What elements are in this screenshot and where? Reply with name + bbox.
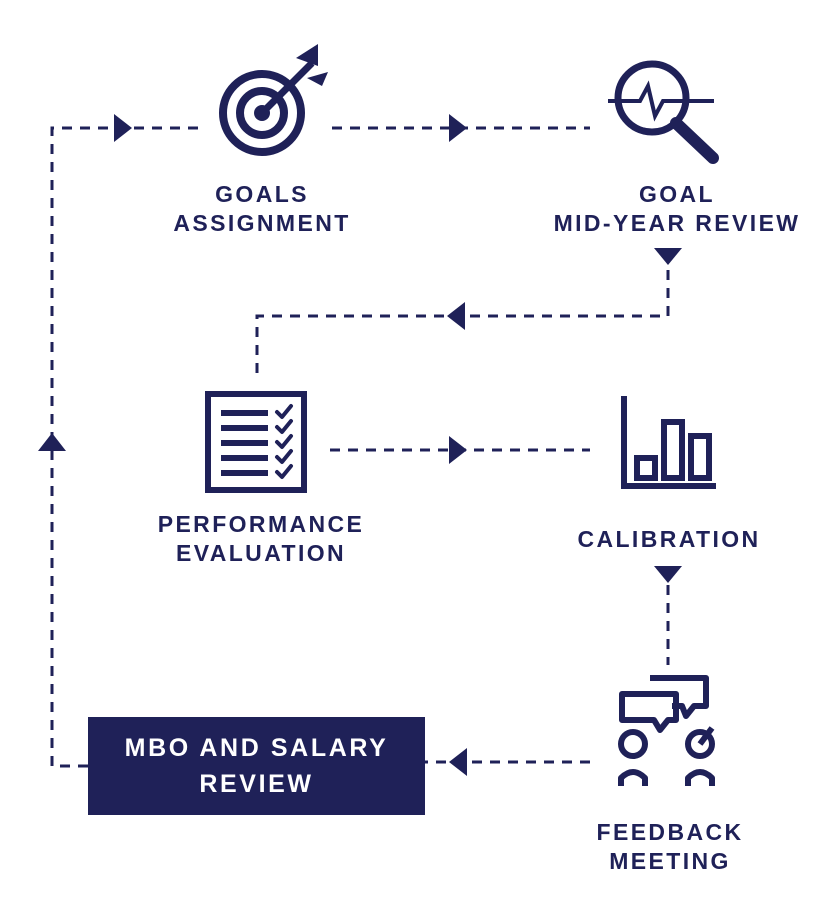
checklist-icon xyxy=(205,391,307,493)
arrowhead-left-to-mbo xyxy=(449,748,467,776)
connector-mbo-to-goals xyxy=(50,126,205,768)
mbo-line2: REVIEW xyxy=(199,770,314,798)
arrowhead-up-loop xyxy=(38,433,66,451)
arrowhead-down-midyear xyxy=(654,248,682,265)
node-performance-evaluation: PERFORMANCE EVALUATION xyxy=(138,510,384,568)
goal-mid-year-line1: GOAL xyxy=(638,181,716,207)
node-goal-mid-year-review: GOAL MID-YEAR REVIEW xyxy=(540,180,814,238)
magnifier-pulse-icon xyxy=(608,60,719,164)
arrowhead-right-to-goals xyxy=(114,114,132,142)
node-calibration: CALIBRATION xyxy=(560,525,778,554)
arrowhead-down-calibration xyxy=(654,566,682,583)
arrowhead-right-to-calibration xyxy=(449,436,467,464)
arrowhead-right-to-midyear xyxy=(449,114,467,142)
node-mbo-and-salary-review: MBO AND SALARY REVIEW xyxy=(88,717,425,815)
goal-mid-year-line2: MID-YEAR REVIEW xyxy=(553,210,801,236)
node-goals-assignment: GOALS ASSIGNMENT xyxy=(150,180,374,238)
calibration-line1: CALIBRATION xyxy=(577,526,761,552)
feedback-line2: MEETING xyxy=(609,848,731,874)
conversation-icon xyxy=(618,675,715,786)
goals-assignment-line1: GOALS xyxy=(215,181,309,207)
arrowhead-left-to-performance xyxy=(447,302,465,330)
target-icon xyxy=(219,44,328,156)
performance-line1: PERFORMANCE xyxy=(157,511,365,537)
connector-midyear-to-performance xyxy=(255,270,670,378)
feedback-line1: FEEDBACK xyxy=(596,819,744,845)
goals-assignment-line2: ASSIGNMENT xyxy=(173,210,351,236)
node-feedback-meeting: FEEDBACK MEETING xyxy=(570,818,770,876)
mbo-line1: MBO AND SALARY xyxy=(124,734,389,762)
bar-chart-icon xyxy=(621,396,716,489)
performance-line2: EVALUATION xyxy=(175,540,347,566)
